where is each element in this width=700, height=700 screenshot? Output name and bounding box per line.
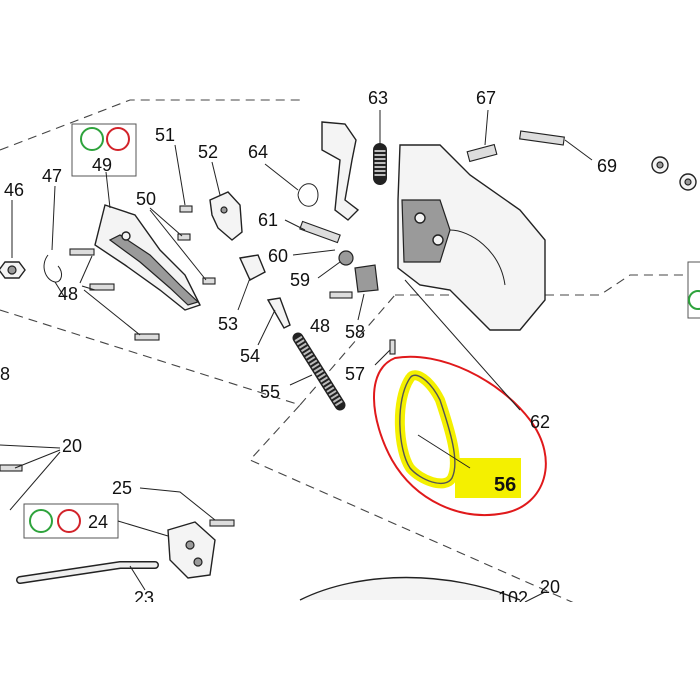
part-47-spring: [43, 185, 66, 299]
label-47: 47: [42, 166, 62, 186]
label-67: 67: [476, 88, 496, 108]
part-55-spring: [289, 332, 346, 411]
part-53-latch: [237, 254, 266, 311]
part-52-bracket: [209, 161, 243, 241]
label-54: 54: [240, 346, 260, 366]
part-64-spring-lever: [264, 121, 360, 221]
label-55: 55: [260, 382, 280, 402]
part-57-pin: [374, 339, 396, 366]
label-49: 49: [92, 155, 112, 175]
label-59: 59: [290, 270, 310, 290]
part-51-pin: [174, 144, 193, 213]
label-64: 64: [248, 142, 268, 162]
kit-green-circle: [80, 127, 104, 151]
kit-box-24: [23, 503, 119, 539]
label-52: 52: [198, 142, 218, 162]
part-24-bracket: [117, 520, 216, 579]
label-46: 46: [4, 180, 24, 200]
label-48-right: 48: [310, 316, 330, 336]
label-56-highlight: [455, 458, 521, 498]
screws-48: [69, 248, 160, 341]
label-20-left: 20: [62, 436, 82, 456]
label-60: 60: [268, 246, 288, 266]
part-67-pin: [466, 109, 498, 163]
part-69-bolt: [519, 130, 593, 161]
label-20-bottom: 20: [540, 577, 560, 597]
label-24: 24: [88, 512, 108, 532]
label-25: 25: [112, 478, 132, 498]
label-62: 62: [530, 412, 550, 432]
parts-59-61-linkage: [284, 219, 354, 279]
label-51: 51: [155, 125, 175, 145]
part-23-tube: [16, 561, 159, 591]
assembly-boundary: [0, 99, 700, 611]
part-49-guide-plate: [94, 171, 201, 311]
label-8: 8: [0, 364, 10, 384]
highlight-circle: [373, 355, 547, 516]
label-48-left: 48: [58, 284, 78, 304]
label-50: 50: [136, 189, 156, 209]
kit-box-right-edge: [687, 261, 700, 319]
part-20-screws: [0, 444, 546, 603]
label-56: 56: [494, 474, 516, 496]
bottom-blank-area: [0, 602, 700, 700]
label-63: 63: [368, 88, 388, 108]
part-50-pins: [149, 207, 216, 285]
kit-red-circle: [106, 127, 130, 151]
label-58: 58: [345, 322, 365, 342]
main-housing: [397, 144, 546, 411]
part-25-screw: [139, 487, 235, 527]
nuts-right: [651, 156, 697, 191]
part-56-brake-band: [394, 370, 471, 489]
part-54-lever: [257, 297, 291, 346]
label-69: 69: [597, 156, 617, 176]
label-61: 61: [258, 210, 278, 230]
kit-box-49: [71, 123, 137, 177]
part-58-block: [329, 264, 379, 321]
label-57: 57: [345, 364, 365, 384]
part-46-nut: [0, 200, 26, 279]
label-53: 53: [218, 314, 238, 334]
